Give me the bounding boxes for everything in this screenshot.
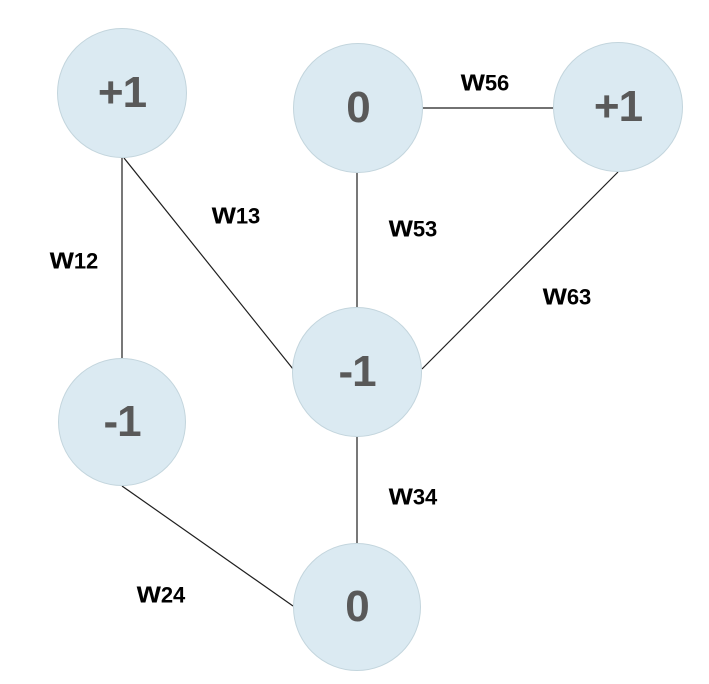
edge-line-w13 — [123, 157, 294, 370]
graph-node-3: -1 — [292, 307, 422, 437]
graph-node-value: 0 — [345, 582, 370, 631]
edge-weight-subscript: 12 — [73, 248, 99, 274]
graph-node-value: -1 — [103, 397, 141, 446]
edge-weight-subscript: 13 — [235, 203, 261, 229]
edge-weight-label-w24: w24 — [137, 577, 186, 608]
edge-weight-label-w53: w53 — [389, 211, 438, 242]
edge-weight-symbol: w — [388, 208, 413, 244]
graph-node-value: -1 — [338, 347, 376, 396]
graph-node-value: +1 — [97, 68, 147, 117]
graph-node-6: +1 — [553, 42, 683, 172]
edge-weight-subscript: 53 — [412, 216, 438, 242]
edge-weight-label-w12: w12 — [50, 243, 99, 274]
graph-node-5: 0 — [293, 43, 423, 173]
edge-line-w24 — [121, 485, 294, 607]
graph-node-4: 0 — [293, 543, 421, 671]
edge-weight-label-w34: w34 — [389, 479, 438, 510]
edge-line-w63 — [421, 171, 619, 370]
edge-weight-subscript: 24 — [160, 582, 186, 608]
edge-weight-symbol: w — [49, 240, 74, 276]
edge-weight-subscript: 56 — [484, 70, 510, 96]
edge-weight-symbol: w — [542, 276, 567, 312]
edge-weight-label-w56: w56 — [461, 65, 510, 96]
edge-weight-symbol: w — [460, 62, 485, 98]
graph-node-value: +1 — [593, 82, 643, 131]
edge-weight-subscript: 63 — [566, 284, 592, 310]
edge-weight-symbol: w — [388, 476, 413, 512]
edge-weight-symbol: w — [211, 195, 236, 231]
graph-node-1: +1 — [57, 28, 187, 158]
graph-node-value: 0 — [346, 83, 371, 132]
edge-weight-symbol: w — [136, 574, 161, 610]
graph-node-2: -1 — [58, 358, 186, 486]
edge-weight-label-w13: w13 — [212, 198, 261, 229]
edge-weight-label-w63: w63 — [543, 279, 592, 310]
edge-weight-subscript: 34 — [412, 484, 438, 510]
